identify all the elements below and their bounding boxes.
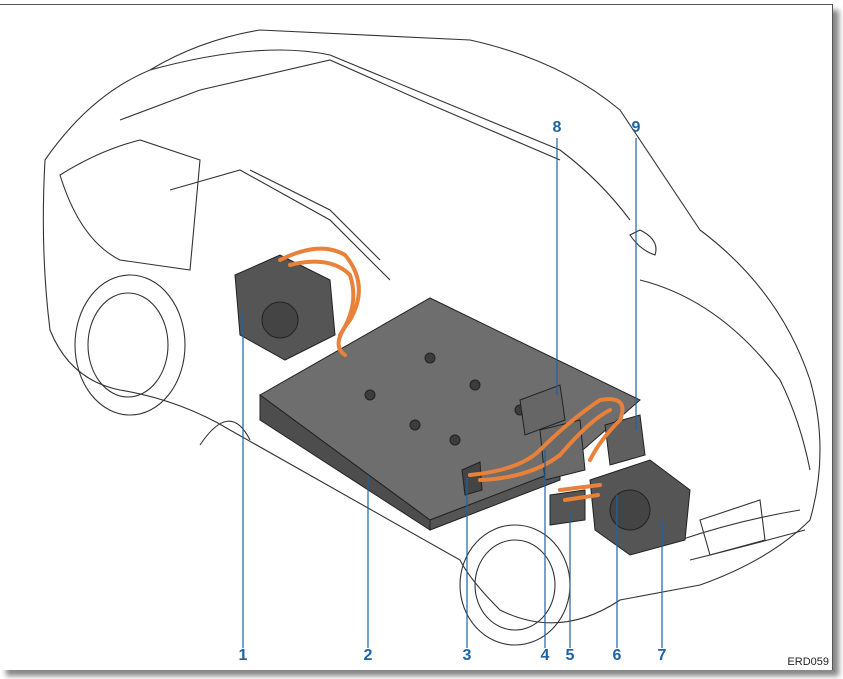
high-voltage-cables xyxy=(278,246,625,502)
car-body-outline xyxy=(42,29,821,624)
callout-8: 8 xyxy=(552,119,562,136)
wheel-rear xyxy=(74,274,186,416)
callout-7: 7 xyxy=(657,647,667,664)
callout-1: 1 xyxy=(238,647,248,664)
callout-9: 9 xyxy=(631,119,641,136)
callout-3: 3 xyxy=(462,647,472,664)
figure-code: ERD059 xyxy=(787,656,829,668)
callout-6: 6 xyxy=(612,647,622,664)
callout-5: 5 xyxy=(565,647,575,664)
callout-2: 2 xyxy=(363,647,373,664)
callout-lines xyxy=(242,138,663,648)
front-drive-motor xyxy=(589,459,691,556)
rear-drive-motor xyxy=(234,254,336,361)
callout-4: 4 xyxy=(540,647,550,664)
